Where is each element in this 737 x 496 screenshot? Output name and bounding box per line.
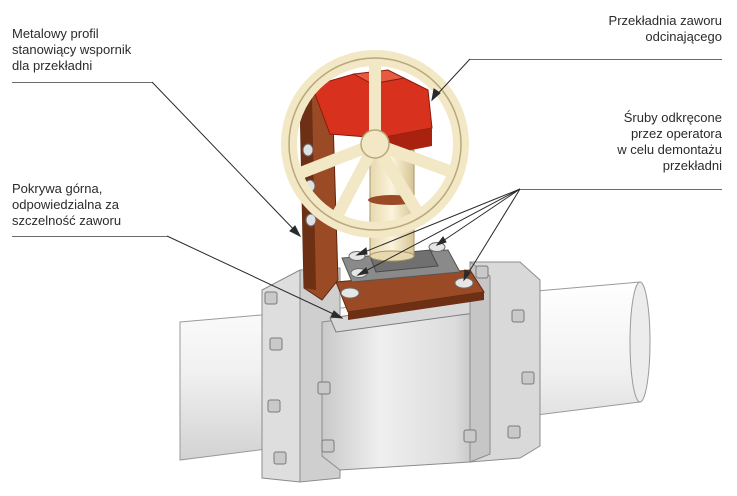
leader-bolt-2 bbox=[436, 188, 521, 246]
leader-cover bbox=[166, 235, 343, 319]
arrowhead bbox=[431, 88, 441, 102]
arrowhead bbox=[435, 236, 447, 246]
bolt bbox=[273, 451, 287, 465]
arrowhead bbox=[330, 310, 344, 319]
label-underline bbox=[470, 59, 722, 60]
bolt bbox=[475, 265, 489, 279]
top-cover bbox=[335, 249, 485, 320]
arrowhead bbox=[289, 225, 302, 238]
leader-bolt-1 bbox=[356, 188, 521, 256]
leader-bolt-3 bbox=[357, 188, 521, 276]
bolt bbox=[463, 429, 477, 443]
bolt bbox=[264, 291, 278, 305]
label-top-cover: Pokrywa górna, odpowiedzialna za szczeln… bbox=[12, 181, 122, 228]
valve-body bbox=[321, 297, 489, 471]
bolt bbox=[428, 242, 446, 252]
leader-bolt-4 bbox=[463, 188, 521, 281]
bolt bbox=[321, 439, 335, 453]
bolt bbox=[267, 399, 281, 413]
handwheel bbox=[281, 50, 469, 238]
label-underline bbox=[520, 189, 722, 190]
bolt bbox=[511, 309, 525, 323]
label-removed-bolts: Śruby odkręcone przez operatora w celu d… bbox=[617, 110, 722, 173]
label-underline bbox=[12, 82, 152, 83]
label-valve-gear: Przekładnia zaworu odcinającego bbox=[608, 13, 722, 44]
bolt bbox=[521, 371, 535, 385]
gear-support-bracket bbox=[299, 87, 339, 301]
flange-bolts bbox=[264, 265, 535, 465]
bolt bbox=[317, 381, 331, 395]
bolt bbox=[269, 337, 283, 351]
bolt bbox=[340, 287, 360, 299]
bolt bbox=[507, 425, 521, 439]
label-support-profile: Metalowy profil stanowiący wspornik dla … bbox=[12, 26, 132, 73]
leader-support bbox=[151, 81, 301, 237]
arrowhead bbox=[463, 269, 471, 282]
arrowhead bbox=[355, 247, 368, 256]
arrowhead bbox=[356, 267, 369, 276]
label-underline bbox=[12, 236, 167, 237]
leader-lines bbox=[151, 58, 521, 319]
